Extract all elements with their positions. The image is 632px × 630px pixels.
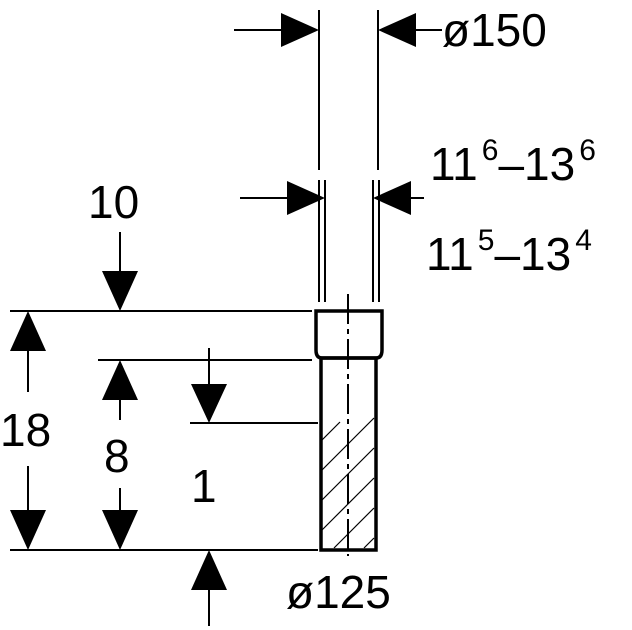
dim-label-10: 10	[88, 176, 139, 228]
arrow-1-top	[191, 384, 227, 423]
arrow-1-bottom	[191, 550, 227, 590]
arrow-150-right	[378, 13, 416, 47]
arrow-18-bottom	[10, 510, 46, 550]
dim-label-18: 18	[0, 404, 51, 456]
dim-label-1: 1	[191, 460, 217, 512]
pipe-body	[314, 294, 384, 556]
dim-label-8: 8	[104, 430, 130, 482]
arrow-18-top	[10, 311, 46, 351]
arrow-8-top	[102, 360, 138, 400]
dim-label-125: ø125	[286, 566, 391, 618]
dim-label-150: ø150	[442, 4, 547, 56]
arrow-range-right	[373, 181, 411, 215]
arrow-150-left	[281, 13, 319, 47]
arrow-10	[102, 271, 138, 311]
arrow-8-bottom	[102, 510, 138, 550]
arrow-range-left	[287, 181, 325, 215]
